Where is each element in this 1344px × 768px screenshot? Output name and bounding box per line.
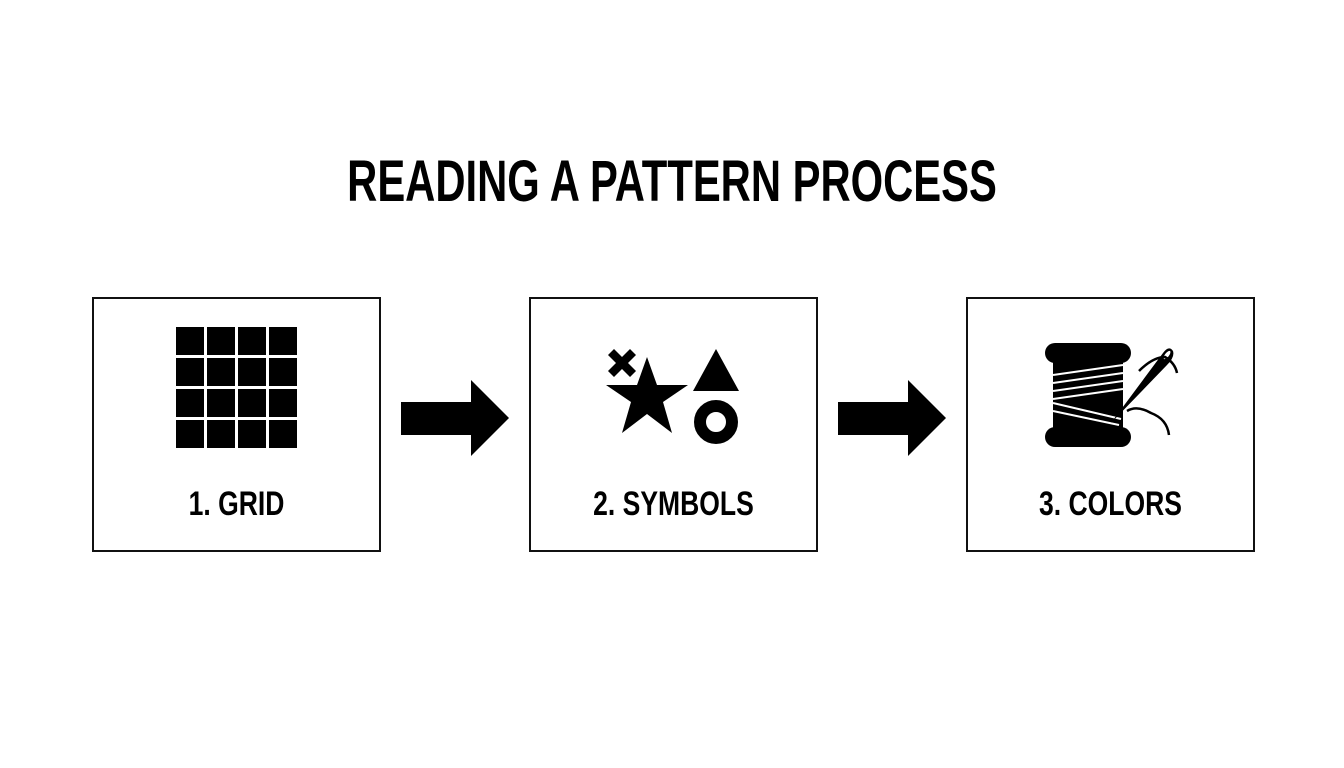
x-mark-icon bbox=[607, 349, 636, 377]
step-symbols-box: 2. SYMBOLS bbox=[529, 297, 818, 552]
symbols-icon bbox=[531, 347, 816, 477]
ring-icon bbox=[693, 400, 738, 444]
step-label: 2. SYMBOLS bbox=[593, 485, 754, 523]
star-icon bbox=[605, 357, 688, 433]
step-label: 1. GRID bbox=[188, 485, 285, 523]
step-colors-box: 3. COLORS bbox=[966, 297, 1255, 552]
arrow-right-icon bbox=[401, 380, 509, 456]
step-label: 3. COLORS bbox=[1039, 485, 1182, 523]
grid-icon bbox=[94, 327, 379, 457]
triangle-icon bbox=[692, 349, 739, 391]
thread-spool-needle-icon bbox=[968, 339, 1253, 469]
step-grid-box: 1. GRID bbox=[92, 297, 381, 552]
arrow-right-icon bbox=[838, 380, 946, 456]
diagram-title: READING A PATTERN PROCESS bbox=[347, 149, 997, 214]
